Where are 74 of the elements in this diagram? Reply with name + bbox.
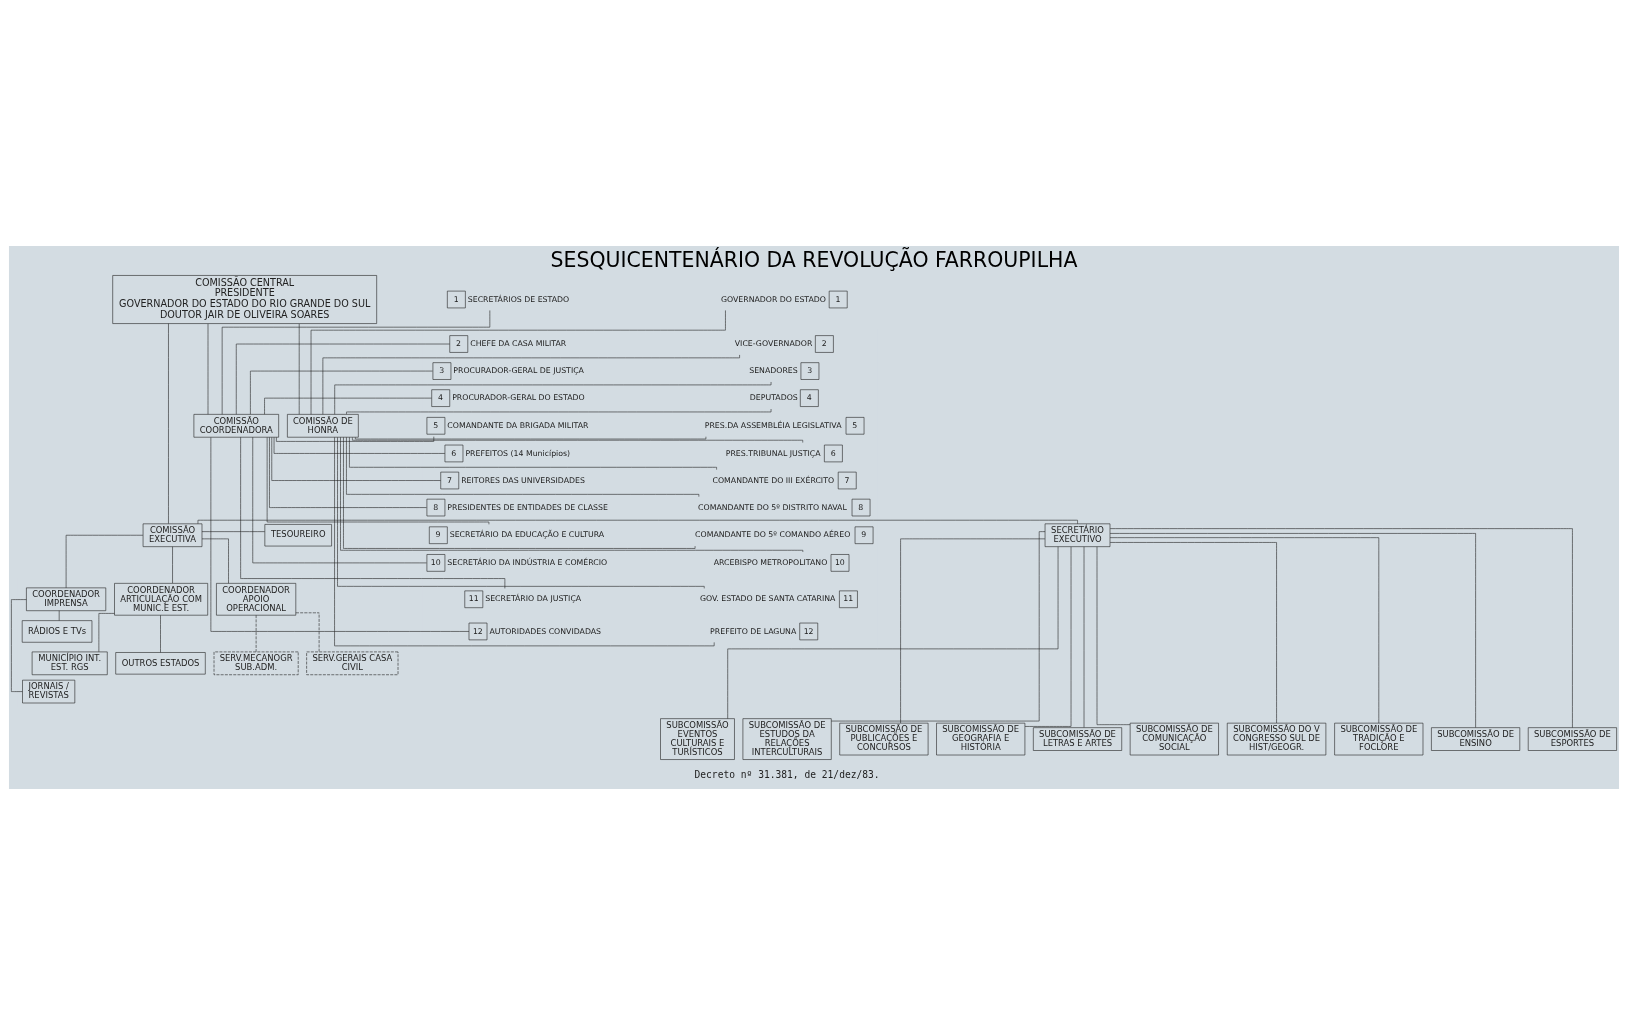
connector [831,531,1046,722]
connector [334,437,715,647]
node-box: TESOUREIRO [264,524,332,547]
node-box: SUBCOMISSÃO DE LETRAS E ARTES [1033,727,1123,751]
caption: Decreto nº 31.381, de 21/dez/83. [694,769,880,781]
connector [210,437,470,632]
connector [334,381,772,415]
node-box: SUBCOMISSÃO DE GEOGRAFIA E HISTÓRIA [936,722,1026,756]
connector [273,437,446,454]
connector [1109,528,1573,728]
connector [346,408,772,415]
connector [1024,546,1072,727]
node-box: SUBCOMISSÃO DO V CONGRESSO SUL DE HIST/GEOGR. [1226,722,1327,756]
node-box: SUBCOMISSÃO DE ENSINO [1431,727,1521,751]
connector [266,437,490,525]
node-box: SUBCOMISSÃO DE TRADIÇÃO E FOCLORE [1334,722,1424,756]
connector [255,615,257,653]
node-box: COMISSÃO COORDENADORA [193,414,279,438]
connector [201,531,266,532]
node-box: SERV.GERAIS CASA CIVIL [306,651,399,676]
connector [207,323,209,415]
connector [271,437,441,481]
connector [1109,537,1380,724]
connector [250,370,433,415]
connector [1109,533,1476,728]
node-box: COORDENADOR ARTICULAÇÃO COM MUNIC.E EST. [114,583,208,616]
node-box: SECRETÁRIO EXECUTIVO [1044,523,1111,547]
connector [322,354,740,415]
node-box: RÁDIOS E TVs [21,620,93,643]
connector [349,437,717,470]
connector [346,436,700,497]
connector [252,436,427,564]
node-box: COMISSÃO CENTRAL PRESIDENTE GOVERNADOR DO ESTADO DO RIO GRANDE DO SUL DOUTOR JAIR DE OLIVEIRA SOARES [112,275,377,324]
connector [900,538,1046,724]
connector [295,612,320,653]
connector [269,437,427,508]
node-box: COORDENADOR APOIO OPERACIONAL [216,583,297,616]
node-box: SUBCOMISSÃO DE ESTUDOS DA RELAÇÕES INTERCULTURAIS [742,718,832,760]
connector [264,397,432,415]
connector [727,546,1059,719]
connector [1096,546,1131,725]
connector [221,310,491,415]
diagram-title: SESQUICENTENÁRIO DA REVOLUÇÃO FARROUPILHA [550,248,1078,273]
node-box: SUBCOMISSÃO DE COMUNICAÇÃO SOCIAL [1129,722,1219,756]
connector [1083,546,1085,728]
node-box: COMISSÃO DE HONRA [287,414,359,438]
node-box: OUTROS ESTADOS [115,652,206,675]
node-box: SERV.MECANOGR SUB.ADM. [213,651,299,676]
connector [355,436,707,440]
connector [343,437,696,549]
connector [168,323,169,524]
node-box: SUBCOMISSÃO EVENTOS CULTURAIS E TURÍSTICOS [660,718,735,760]
connector [337,437,705,589]
connector [298,323,300,415]
connector [352,437,804,443]
connector [11,599,27,692]
node-box: JORNAIS / REVISTAS [22,679,76,704]
node-box: SUBCOMISSÃO DE ESPORTES [1527,727,1617,751]
connector [235,343,450,415]
connector [98,613,115,653]
connector [201,538,229,584]
connector [340,436,804,553]
node-box: MUNICÍPIO INT. EST. RGS [31,651,108,676]
connector [58,610,60,621]
node-box: SUBCOMISSÃO DE PUBLICAÇÕES E CONCURSOS [839,722,929,756]
connector [240,436,506,589]
connector [276,436,435,442]
connector [197,519,1078,524]
connector [172,546,173,584]
connector [1109,542,1277,724]
node-box: COMISSÃO EXECUTIVA [142,523,203,547]
connector [65,534,144,589]
node-box: COORDENADOR IMPRENSA [26,587,107,611]
connector [160,615,161,653]
